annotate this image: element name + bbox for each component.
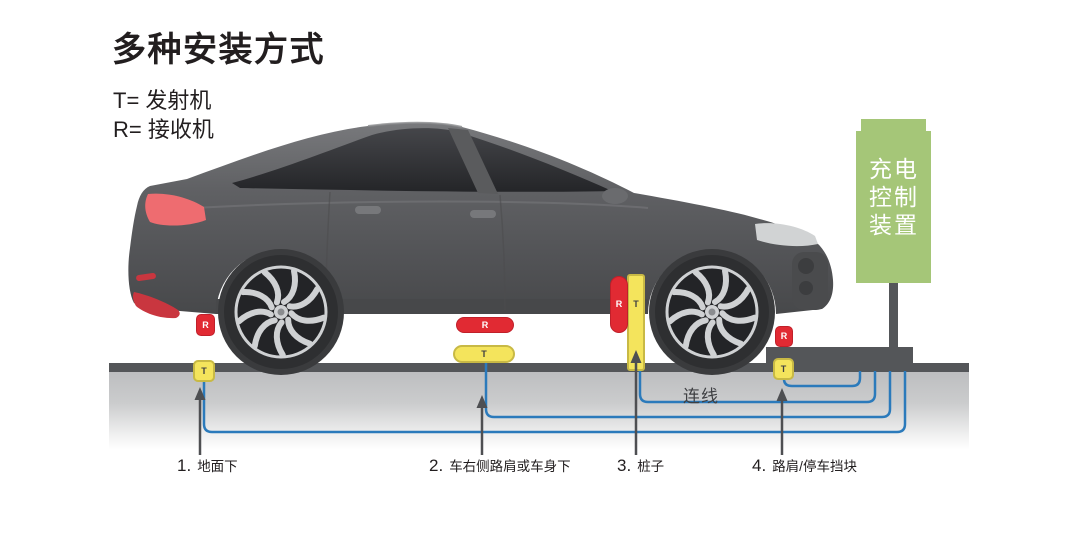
transmitter-marker-on-ground: T xyxy=(453,345,515,363)
door-handle-rear xyxy=(355,206,381,214)
wire-from-block-transmitter xyxy=(782,369,862,388)
charging-station-label-line1: 充电 xyxy=(869,156,919,182)
car-windows xyxy=(232,128,612,192)
station-pole xyxy=(889,281,898,349)
taillight xyxy=(145,193,206,226)
installation-point-2: 2. 车右侧路肩或车身下 xyxy=(429,455,571,476)
transmitter-marker-post: T xyxy=(633,298,639,309)
rear-wheel xyxy=(218,249,344,375)
arrow-3 xyxy=(630,350,642,455)
wire-from-ground-transmitter xyxy=(202,369,907,434)
arrow-1-head xyxy=(194,387,206,400)
sign-body xyxy=(856,131,931,283)
rear-reflector xyxy=(136,273,156,281)
transmitter-marker-in-ground: T xyxy=(193,360,215,382)
point-3-number: 3. xyxy=(617,456,632,475)
installation-point-3: 3. 桩子 xyxy=(617,455,664,476)
door-handle-front xyxy=(470,210,496,218)
legend-transmitter: T= 发射机 xyxy=(113,88,212,113)
headlight xyxy=(755,223,818,247)
installation-point-1: 1. 地面下 xyxy=(177,455,238,476)
point-1-number: 1. xyxy=(177,456,192,475)
charging-station-sign xyxy=(856,119,931,283)
wire-label: 连线 xyxy=(683,387,719,406)
fog-light-lower xyxy=(799,281,813,295)
receiver-marker-underbody: R xyxy=(456,317,514,333)
charging-station-label-line3: 装置 xyxy=(869,212,919,238)
arrow-3-head xyxy=(630,350,642,363)
underground-zone xyxy=(109,371,969,449)
beltline-crease xyxy=(159,200,649,211)
wire-from-center-transmitter xyxy=(484,362,892,419)
wire-from-post-transmitter xyxy=(638,368,877,404)
point-1-label: 地面下 xyxy=(197,459,238,474)
legend: T= 发射机 R= 接收机 xyxy=(113,86,214,144)
receiver-marker-car-side: R xyxy=(610,276,628,333)
receiver-marker-rear-bumper: R xyxy=(196,314,215,336)
installation-point-4: 4. 路肩/停车挡块 xyxy=(752,455,857,476)
point-2-label: 车右侧路肩或车身下 xyxy=(449,459,571,474)
point-4-label: 路肩/停车挡块 xyxy=(772,459,857,474)
car-illustration xyxy=(128,121,834,375)
charging-station-label-line2: 控制 xyxy=(869,184,919,210)
point-3-label: 桩子 xyxy=(637,459,665,474)
arrow-2-head xyxy=(476,395,488,408)
fog-light-upper xyxy=(798,258,814,274)
b-pillar xyxy=(448,128,498,194)
transmitter-marker-parking-block: T xyxy=(773,358,794,380)
arrow-4-head xyxy=(776,388,788,401)
point-4-number: 4. xyxy=(752,456,767,475)
callout-arrows xyxy=(194,387,788,455)
rear-bumper-red xyxy=(132,292,180,319)
front-wheel xyxy=(649,249,775,375)
point-2-number: 2. xyxy=(429,456,444,475)
side-mirror xyxy=(602,188,628,204)
receiver-marker-front-bumper: R xyxy=(775,326,793,347)
page-title: 多种安装方式 xyxy=(112,31,325,69)
connection-wires xyxy=(202,362,907,434)
ground-surface xyxy=(109,363,969,372)
charging-station-label: 充电 控制 装置 xyxy=(856,155,932,239)
roof-highlight xyxy=(367,121,463,128)
legend-receiver: R= 接收机 xyxy=(113,117,214,142)
